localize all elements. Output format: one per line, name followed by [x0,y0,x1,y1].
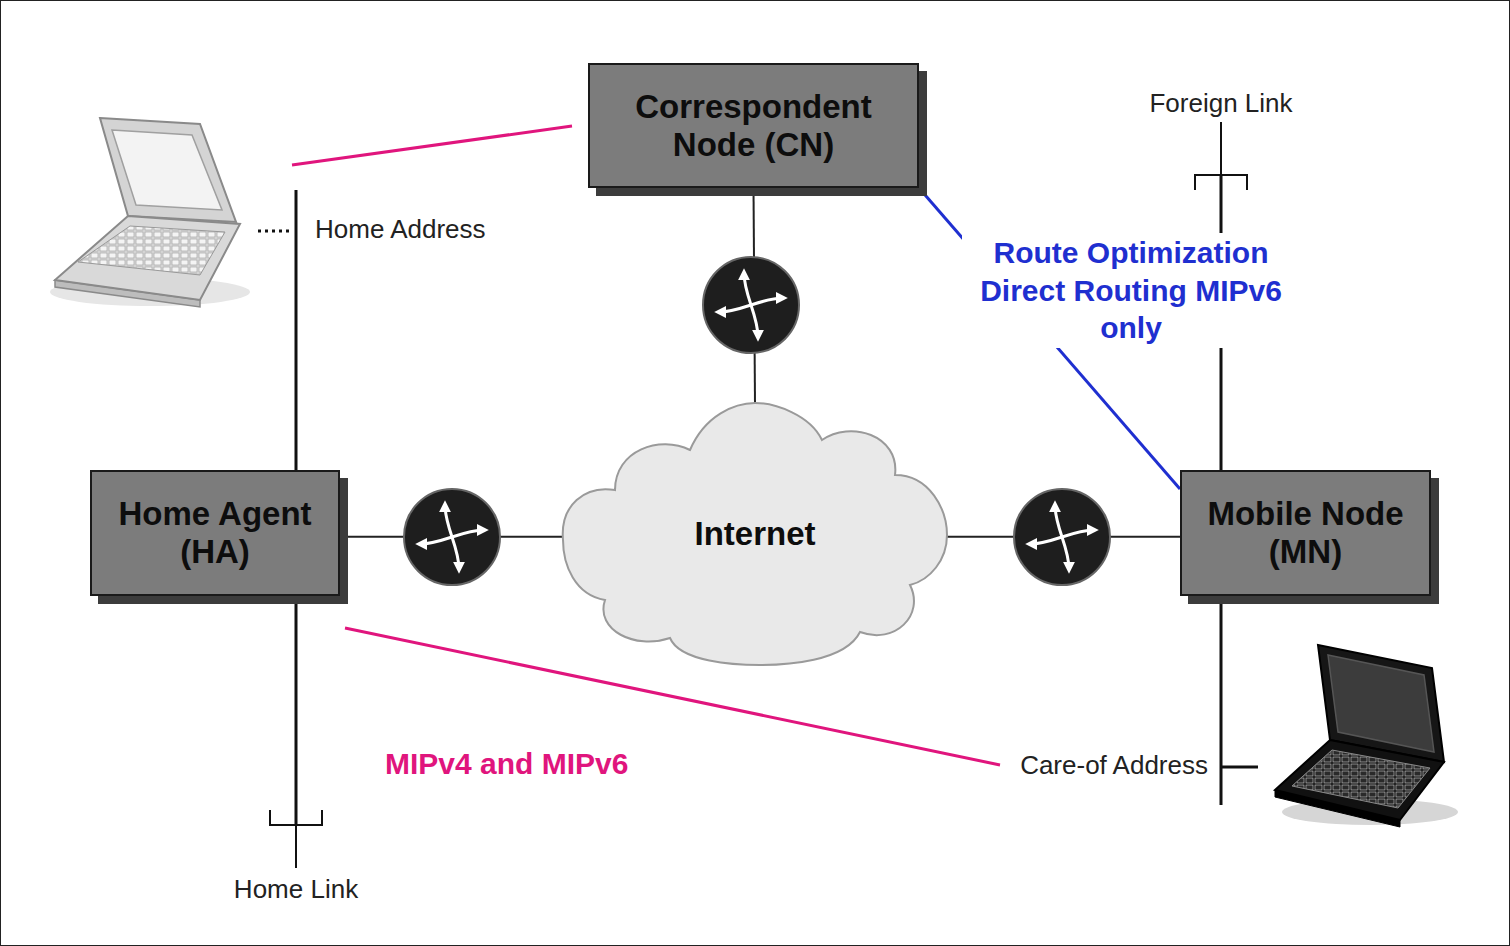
node-label: Mobile Node (MN) [1190,495,1421,571]
router-symbol [1014,489,1110,585]
dotted-line [258,230,292,233]
cloud-shape: Internet [560,400,950,668]
router-symbol [404,489,500,585]
link-bracket [1195,122,1247,190]
link-label: Home Link [234,874,358,905]
node-label: Correspondent Node (CN) [598,88,909,164]
edge-label: Route Optimization Direct Routing MIPv6 … [962,233,1300,348]
link-bracket [270,810,322,868]
process-box: Home Agent (HA) [90,470,340,596]
link-label: Foreign Link [1149,88,1292,119]
address-label: Home Address [315,214,486,245]
address-label: Care-of Address [1020,750,1208,781]
process-box: Mobile Node (MN) [1180,470,1431,596]
process-box: Correspondent Node (CN) [588,63,919,188]
protocol-note: MIPv4 and MIPv6 [385,746,628,782]
laptop-icon [50,118,250,307]
pink-line [292,126,572,165]
node-label: Internet [694,515,815,553]
pink-line [345,628,1000,765]
laptop-icon [1275,645,1458,827]
node-label: Home Agent (HA) [100,495,330,571]
attach-line [1222,766,1258,769]
router-symbol [703,257,799,353]
